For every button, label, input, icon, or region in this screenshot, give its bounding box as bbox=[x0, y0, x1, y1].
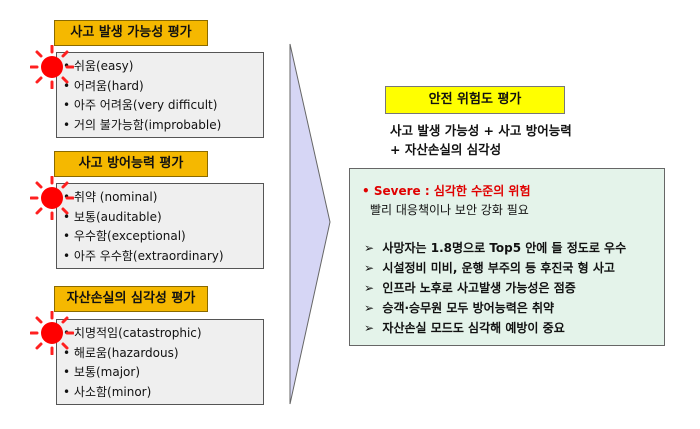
list-item: 해로움(hazardous) bbox=[63, 344, 263, 364]
bullet-dot: • bbox=[362, 184, 374, 198]
chevron-right-icon: ➢ bbox=[364, 321, 383, 335]
list-item: 보통(major) bbox=[63, 363, 263, 383]
section-header-severity: 자산손실의 심각성 평가 bbox=[54, 286, 208, 312]
section-box-severity: 치명적임(catastrophic) 해로움(hazardous) 보통(maj… bbox=[56, 319, 264, 405]
result-point: ➢ 사망자는 1.8명으로 Top5 안에 들 정도로 우수 bbox=[364, 239, 626, 256]
chevron-right-icon: ➢ bbox=[364, 241, 383, 255]
chevron-right-icon: ➢ bbox=[364, 301, 383, 315]
formula-line-1: 사고 발생 가능성 + 사고 방어능력 bbox=[390, 123, 572, 138]
severe-sub: 빨리 대응책이나 보안 강화 필요 bbox=[370, 203, 529, 217]
result-title: 안전 위험도 평가 bbox=[385, 86, 565, 114]
list-item: 어려움(hard) bbox=[63, 77, 263, 97]
list-item: 쉬움(easy) bbox=[63, 57, 263, 77]
result-point-text: 사망자는 1.8명으로 Top5 안에 들 정도로 우수 bbox=[382, 241, 627, 255]
severe-label: Severe : 심각한 수준의 위험 bbox=[373, 184, 531, 198]
formula-line-2: + 자산손실의 심각성 bbox=[390, 142, 502, 157]
result-point-text: 시설정비 미비, 운행 부주의 등 후진국 형 사고 bbox=[382, 261, 615, 275]
list-item: 아주 어려움(very difficult) bbox=[63, 96, 263, 116]
list-item: 우수함(exceptional) bbox=[63, 227, 263, 247]
list-item: 아주 우수함(extraordinary) bbox=[63, 247, 263, 267]
burst-icon bbox=[30, 176, 74, 220]
list-item: 사소함(minor) bbox=[63, 383, 263, 403]
result-box: • Severe : 심각한 수준의 위험 빨리 대응책이나 보안 강화 필요 … bbox=[349, 168, 665, 346]
result-point: ➢ 자산손실 모드도 심각해 예방이 중요 bbox=[364, 319, 565, 336]
result-point-text: 인프라 노후로 사고발생 가능성은 점증 bbox=[382, 281, 576, 295]
list-item: 치명적임(catastrophic) bbox=[63, 324, 263, 344]
result-point: ➢ 인프라 노후로 사고발생 가능성은 점증 bbox=[364, 279, 576, 296]
section-header-defense: 사고 방어능력 평가 bbox=[54, 151, 208, 177]
result-point-text: 승객·승무원 모두 방어능력은 취약 bbox=[382, 301, 555, 315]
list-item: 취약 (nominal) bbox=[63, 188, 263, 208]
severe-line: • Severe : 심각한 수준의 위험 bbox=[362, 182, 531, 199]
result-point: ➢ 시설정비 미비, 운행 부주의 등 후진국 형 사고 bbox=[364, 259, 615, 276]
burst-icon bbox=[30, 311, 74, 355]
list-item: 보통(auditable) bbox=[63, 208, 263, 228]
result-point: ➢ 승객·승무원 모두 방어능력은 취약 bbox=[364, 299, 554, 316]
chevron-right-icon: ➢ bbox=[364, 281, 383, 295]
list-item: 거의 불가능함(improbable) bbox=[63, 116, 263, 136]
chevron-right-icon: ➢ bbox=[364, 261, 383, 275]
section-box-likelihood: 쉬움(easy) 어려움(hard) 아주 어려움(very difficult… bbox=[56, 52, 264, 138]
section-box-defense: 취약 (nominal) 보통(auditable) 우수함(exception… bbox=[56, 183, 264, 269]
burst-icon bbox=[30, 45, 74, 89]
result-point-text: 자산손실 모드도 심각해 예방이 중요 bbox=[382, 321, 565, 335]
section-header-likelihood: 사고 발생 가능성 평가 bbox=[54, 20, 208, 46]
